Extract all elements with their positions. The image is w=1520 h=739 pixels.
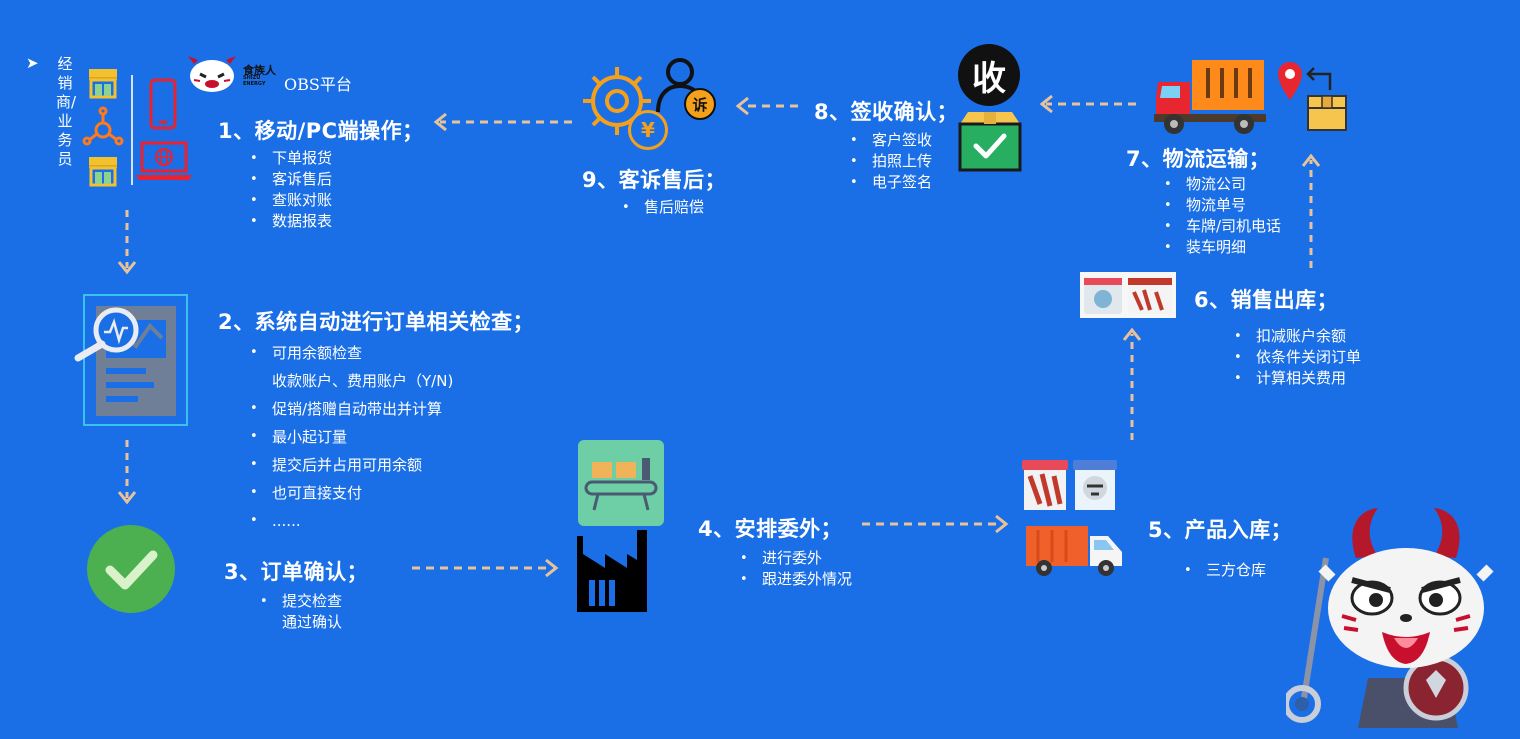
arrow-step3-to-step4	[412, 558, 559, 578]
list-item: 查账对账	[248, 190, 332, 211]
step8-title: 8、签收确认；	[814, 100, 959, 124]
package-box-icon	[1307, 95, 1347, 131]
list-item: 车牌/司机电话	[1162, 216, 1281, 237]
arrow-step5-to-step6	[1122, 327, 1142, 440]
product-jar-image	[1022, 460, 1068, 510]
list-item: 数据报表	[248, 211, 332, 232]
brand-mascot-logo	[188, 56, 236, 92]
arrow-step6-to-step7	[1301, 153, 1321, 268]
arrow-step8-to-step9	[735, 96, 798, 116]
step9-title: 9、客诉售后；	[582, 168, 727, 192]
divider	[131, 75, 133, 185]
product-jars-image	[1080, 272, 1176, 318]
list-item: 进行委外	[738, 548, 852, 569]
shop-icon	[89, 157, 117, 187]
list-item: 可用余额检查	[248, 339, 453, 367]
check-circle-icon	[87, 525, 175, 613]
step2-title: 2、系统自动进行订单相关检查；	[218, 310, 535, 334]
laptop-web-icon	[136, 141, 192, 180]
step1-title: 1、移动/PC端操作；	[218, 119, 424, 143]
step8-list: 客户签收 拍照上传 电子签名	[848, 130, 932, 193]
mobile-phone-icon	[149, 78, 177, 130]
list-item: 也可直接支付	[248, 479, 453, 507]
conveyor-belt-icon	[578, 440, 664, 526]
delivery-truck-icon	[1026, 526, 1122, 576]
list-item: 电子签名	[848, 172, 932, 193]
list-item: 最小起订量	[248, 423, 453, 451]
step5-title: 5、产品入库；	[1148, 518, 1293, 542]
receive-char: 收	[972, 58, 1006, 99]
step6-list: 扣减账户余额 依条件关闭订单 计算相关费用	[1232, 326, 1361, 389]
list-item: 通过确认	[282, 613, 343, 631]
step3-title: 3、订单确认；	[224, 560, 369, 584]
step9-list: 售后赔偿	[620, 197, 704, 218]
document-check-icon	[74, 294, 188, 426]
complaint-char: 诉	[692, 95, 708, 114]
step4-list: 进行委外 跟进委外情况	[738, 548, 852, 590]
arrow-step4-to-step5	[862, 514, 1009, 534]
list-item: 售后赔偿	[620, 197, 704, 218]
list-item: 客诉售后	[248, 169, 332, 190]
arrow-step2-to-step3	[117, 440, 137, 505]
arrow-step1-to-step2	[117, 210, 137, 275]
list-item: 扣减账户余额	[1232, 326, 1361, 347]
list-item: ......	[248, 507, 453, 535]
gear-icon	[583, 67, 651, 135]
brand-name-cn: 食族人	[243, 64, 276, 77]
step7-list: 物流公司 物流单号 车牌/司机电话 装车明细	[1162, 174, 1281, 258]
list-item: 物流单号	[1162, 195, 1281, 216]
step5-list: 三方仓库	[1182, 560, 1266, 581]
complaint-badge: 诉	[684, 88, 716, 120]
list-item: 拍照上传	[848, 151, 932, 172]
coin-icon: ¥	[628, 110, 668, 150]
list-item: 计算相关费用	[1232, 368, 1361, 389]
platform-name: OBS平台	[284, 75, 352, 94]
brand-name-en: SHIZU ENERGY	[243, 75, 266, 87]
role-bullet-icon: ➤	[26, 54, 39, 72]
list-item: 下单报货	[248, 148, 332, 169]
list-item: 三方仓库	[1182, 560, 1266, 581]
shop-icon	[89, 69, 117, 99]
product-jar-image	[1073, 460, 1117, 510]
step1-list: 下单报货 客诉售后 查账对账 数据报表	[248, 148, 332, 232]
step3-list: 提交检查 通过确认	[258, 591, 342, 633]
list-item: 跟进委外情况	[738, 569, 852, 590]
step7-title: 7、物流运输；	[1126, 147, 1271, 171]
factory-icon	[577, 530, 647, 612]
receive-stamp-icon: 收	[958, 44, 1020, 106]
step4-title: 4、安排委外；	[698, 517, 843, 541]
network-icon	[82, 106, 124, 146]
arrow-step7-to-step8	[1039, 94, 1136, 114]
coin-char: ¥	[641, 118, 655, 142]
arrow-step9-to-step1	[433, 112, 572, 132]
step2-list: 可用余额检查 收款账户、费用账户（Y/N) 促销/搭赠自动带出并计算 最小起订量…	[248, 339, 453, 535]
list-item: 提交检查	[258, 591, 342, 612]
step6-title: 6、销售出库；	[1194, 288, 1339, 312]
location-pin-icon	[1278, 62, 1302, 100]
cargo-truck-icon	[1154, 60, 1266, 134]
list-item: 装车明细	[1162, 237, 1281, 258]
list-item: 收款账户、费用账户（Y/N)	[272, 372, 454, 390]
list-item: 提交后并占用可用余额	[248, 451, 453, 479]
mascot-character-image	[1286, 508, 1494, 728]
role-label: 经销商/业务员	[56, 55, 77, 168]
return-arrow-icon	[1306, 67, 1332, 90]
box-check-icon	[958, 112, 1022, 172]
list-item: 客户签收	[848, 130, 932, 151]
list-item: 促销/搭赠自动带出并计算	[248, 395, 453, 423]
list-item: 依条件关闭订单	[1232, 347, 1361, 368]
list-item: 物流公司	[1162, 174, 1281, 195]
